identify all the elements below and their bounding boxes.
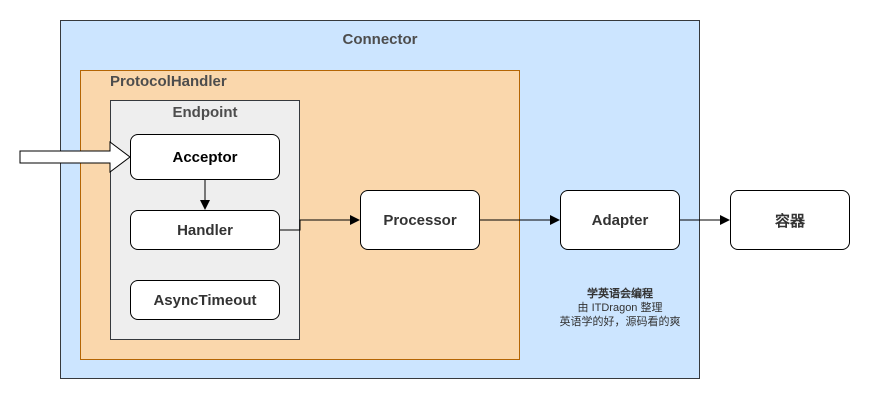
connector-title: Connector <box>342 31 418 48</box>
protocol-handler-title: ProtocolHandler <box>110 73 227 90</box>
acceptor-node: Acceptor <box>130 134 280 180</box>
input-arrow <box>19 141 131 173</box>
container-node: 容器 <box>730 190 850 250</box>
handler-node: Handler <box>130 210 280 250</box>
watermark-line1: 学英语会编程 <box>587 288 653 300</box>
watermark: 学英语会编程 由 ITDragon 整理 英语学的好，源码看的爽 <box>540 287 700 329</box>
adapter-node: Adapter <box>560 190 680 250</box>
processor-node: Processor <box>360 190 480 250</box>
watermark-line2: 由 ITDragon 整理 <box>577 302 663 314</box>
handler-processor-arrow <box>280 215 360 231</box>
watermark-line3: 英语学的好，源码看的爽 <box>559 316 681 328</box>
endpoint-title: Endpoint <box>172 104 238 121</box>
async-timeout-node: AsyncTimeout <box>130 280 280 320</box>
